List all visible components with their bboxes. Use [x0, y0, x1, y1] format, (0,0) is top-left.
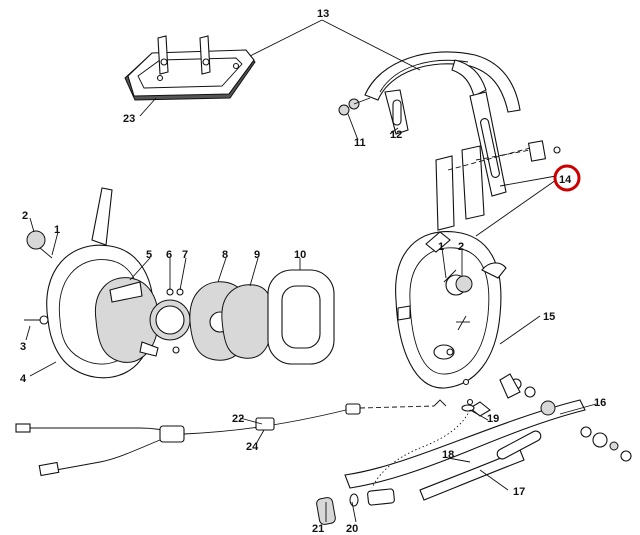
callout-11: 11: [354, 137, 366, 149]
callout-24: 24: [246, 441, 259, 453]
highlight-ring: [553, 164, 581, 192]
callout-17: 17: [513, 486, 525, 498]
right-earcup-part: [395, 231, 507, 406]
callout-7: 7: [182, 249, 188, 261]
callout-13: 13: [317, 8, 329, 20]
headband-bracket-part: [435, 140, 561, 231]
cable-part: [15, 399, 447, 477]
callout-1-right: 1: [438, 241, 444, 253]
callout-20: 20: [346, 523, 358, 535]
leader-lines: [25, 19, 597, 523]
callout-1: 1: [54, 224, 60, 236]
ear-foam-parts: [94, 269, 335, 365]
callout-23: 23: [123, 113, 135, 125]
mic-boom-part: [344, 373, 632, 501]
callout-6: 6: [166, 249, 172, 261]
callout-12: 12: [390, 129, 402, 141]
callout-8: 8: [222, 249, 228, 261]
callout-2-right: 2: [458, 241, 464, 253]
callout-14: 14: [559, 174, 572, 186]
callout-5: 5: [146, 249, 152, 261]
callout-21: 21: [312, 523, 324, 535]
callout-labels: 13 23 12 11 2 1 5 6 7 8 9 10 3 4 1 2 15 …: [20, 8, 606, 535]
callout-22: 22: [232, 413, 244, 425]
headband-pad-part: [124, 35, 256, 101]
callout-15: 15: [543, 311, 555, 323]
callout-9: 9: [254, 249, 260, 261]
callout-3: 3: [20, 341, 26, 353]
highlighted-callout-14: 14: [553, 164, 581, 192]
callout-16: 16: [594, 397, 606, 409]
callout-4: 4: [20, 373, 27, 385]
callout-2: 2: [22, 210, 28, 222]
callout-18: 18: [442, 449, 454, 461]
callout-10: 10: [294, 249, 306, 261]
callout-19: 19: [487, 413, 499, 425]
headband-arch-part: [338, 51, 521, 197]
